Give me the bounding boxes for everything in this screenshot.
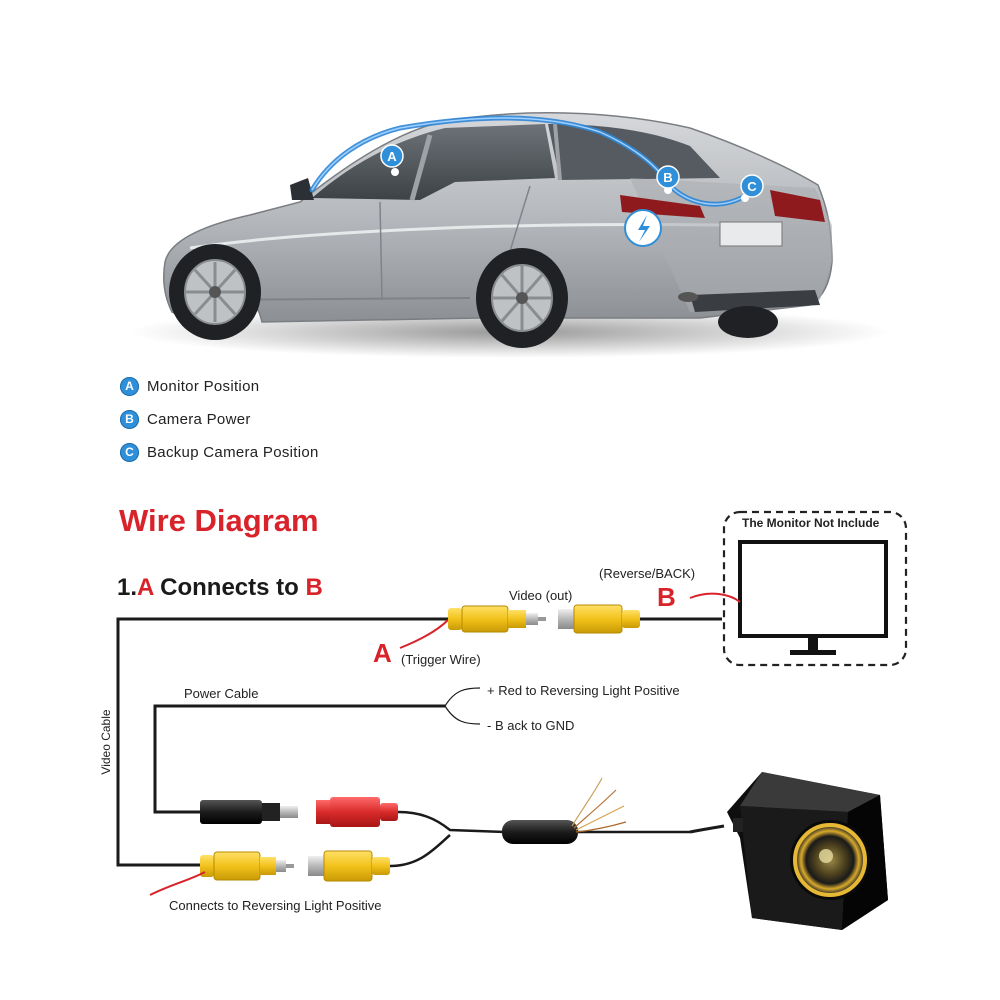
legend-label: Backup Camera Position	[147, 443, 319, 461]
front-wheel	[169, 244, 261, 340]
legend-item-camera-position: C Backup Camera Position	[120, 440, 319, 464]
letter-a-label: A	[373, 638, 392, 668]
far-rear-wheel	[718, 306, 778, 338]
marker-a: A	[380, 144, 404, 168]
diagram-subtitle: 1.A Connects to B	[117, 574, 323, 602]
legend-item-camera-power: B Camera Power	[120, 407, 319, 431]
trigger-wire-label: (Trigger Wire)	[401, 652, 481, 667]
rear-wheel	[476, 248, 568, 348]
video-cable-line	[116, 617, 722, 867]
power-cable-line	[153, 704, 445, 814]
legend-label: Monitor Position	[147, 377, 260, 395]
reversing-light-wire	[149, 871, 206, 896]
rca-female-connector-top	[558, 604, 640, 634]
legend-label: Camera Power	[147, 410, 251, 428]
legend-item-monitor: A Monitor Position	[120, 374, 319, 398]
video-cable-label: Video Cable	[99, 709, 113, 775]
video-out-label: Video (out)	[509, 588, 573, 603]
rca-female-connector-bottom	[308, 850, 390, 882]
rca-male-connector-bottom	[200, 851, 294, 881]
cable-junction	[502, 820, 578, 844]
power-cable-label: Power Cable	[184, 686, 259, 701]
dc-power-socket	[316, 797, 398, 827]
power-symbol-icon	[624, 209, 662, 247]
bottom-note: Connects to Reversing Light Positive	[169, 898, 382, 913]
svg-text:C: C	[747, 179, 757, 194]
backup-camera	[689, 772, 888, 930]
marker-c: C	[740, 174, 764, 198]
reverse-wire	[689, 592, 741, 603]
subtitle-number: 1.	[117, 574, 138, 601]
reverse-back-label: (Reverse/BACK)	[599, 566, 696, 581]
monitor-note: The Monitor Not Include	[742, 516, 880, 530]
black-wire-note: - B ack to GND	[487, 718, 575, 733]
subtitle-letter-b: B	[305, 574, 323, 601]
legend: A Monitor Position B Camera Power C Back…	[120, 374, 319, 473]
red-wire-note: + Red to Reversing Light Positive	[487, 683, 680, 698]
letter-b-label: B	[657, 582, 676, 612]
trigger-wire	[399, 619, 449, 649]
rca-male-connector-top	[448, 605, 546, 633]
monitor-box	[722, 510, 908, 667]
legend-badge-b: B	[120, 409, 139, 429]
subtitle-connects: Connects to	[153, 574, 306, 601]
marker-b: B	[656, 165, 680, 189]
svg-text:A: A	[387, 149, 397, 164]
monitor-screen	[738, 540, 888, 638]
monitor-stand	[790, 650, 836, 655]
license-plate	[719, 221, 783, 247]
legend-badge-c: C	[120, 442, 139, 462]
dc-power-plug	[200, 800, 298, 824]
legend-badge-a: A	[120, 376, 139, 396]
tail-light-right	[770, 190, 825, 222]
subtitle-letter-a: A	[137, 574, 154, 601]
car-windows	[312, 124, 555, 200]
diagram-title: Wire Diagram	[119, 503, 319, 538]
svg-text:B: B	[663, 170, 672, 185]
